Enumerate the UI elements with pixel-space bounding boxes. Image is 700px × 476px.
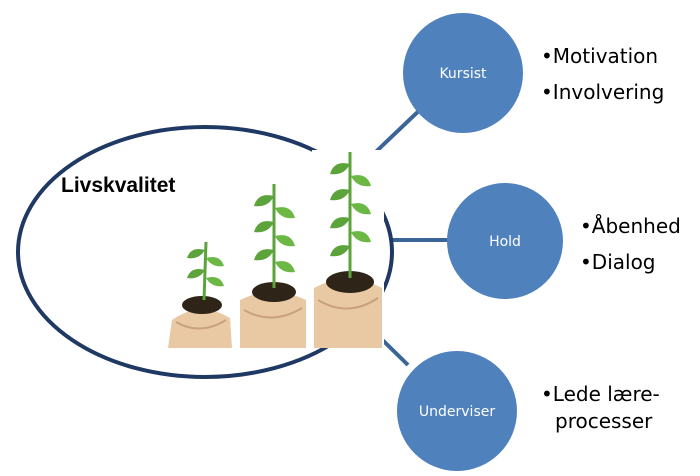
seedling-panel-3 <box>312 150 384 348</box>
bullets-hold: •Åbenhed •Dialog <box>580 208 681 280</box>
bullet-item: •Dialog <box>580 250 656 274</box>
bullet-item: processer <box>555 409 653 433</box>
node-hold-label: Hold <box>489 234 521 250</box>
bullets-underviser: •Lede lære- processer <box>541 381 660 435</box>
seedling-panel-2 <box>238 182 308 348</box>
seedling-panel-1 <box>166 240 234 348</box>
node-underviser <box>397 351 517 471</box>
node-underviser-label: Underviser <box>419 404 495 420</box>
bullet-item: •Motivation <box>541 44 659 68</box>
node-hold <box>447 183 563 299</box>
bullet-item: •Lede lære- <box>541 382 660 406</box>
bullet-item: •Åbenhed <box>580 214 681 238</box>
node-kursist-label: Kursist <box>439 66 487 82</box>
center-label: Livskvalitet <box>61 174 175 197</box>
bullet-item: •Involvering <box>541 80 665 104</box>
seedlings-in-hands-image <box>166 150 384 348</box>
bullets-kursist: •Motivation •Involvering <box>541 38 664 110</box>
node-kursist <box>403 13 523 133</box>
